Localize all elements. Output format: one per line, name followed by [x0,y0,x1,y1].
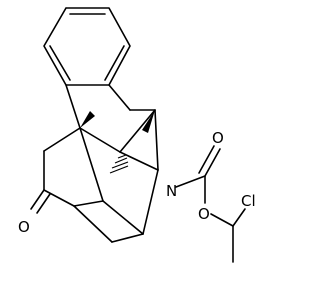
chemical-structure: O N O O Cl [18,7,256,263]
carbamate-group: N O O Cl [166,129,256,263]
nitrogen-label: N [166,182,177,200]
carbonyl-oxygen-label: O [212,129,224,147]
benzene-ring [43,7,131,86]
ketone-oxygen-label: O [18,218,30,236]
hashed-bond [109,154,129,174]
ketone-group: O [18,189,51,236]
stereo-bonds [80,110,155,174]
ester-oxygen-label: O [198,205,210,223]
ring-bonds [43,84,159,243]
chlorine-label: Cl [241,192,256,210]
